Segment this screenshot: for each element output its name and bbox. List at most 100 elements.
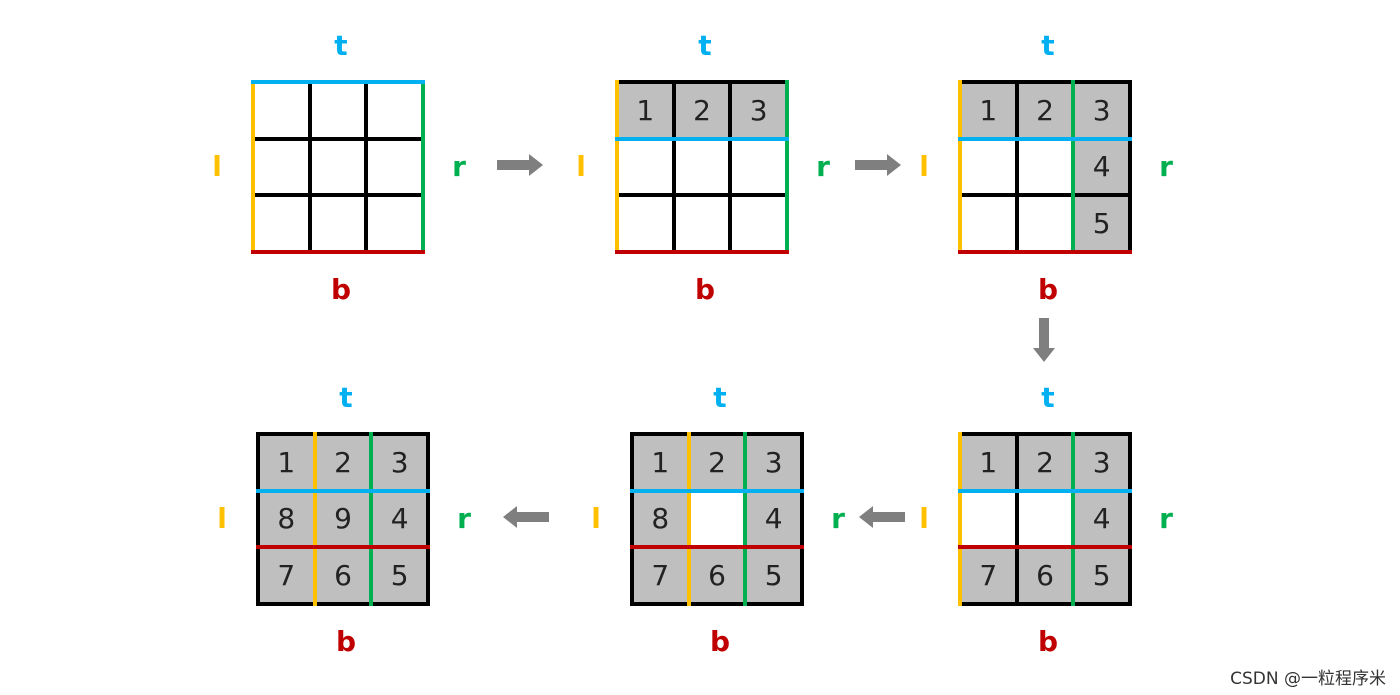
matrix-cell: 3	[1073, 82, 1130, 139]
top-boundary-line	[256, 488, 430, 493]
boundary-label-bottom: b	[335, 625, 357, 658]
grid-line-horizontal	[958, 432, 1132, 436]
matrix-cell: 2	[314, 434, 372, 491]
grid-line-vertical	[630, 432, 634, 606]
boundary-label-top: t	[339, 381, 353, 414]
matrix-cell	[366, 195, 423, 252]
boundary-label-top: t	[698, 29, 712, 62]
grid-line-horizontal	[615, 80, 789, 84]
boundary-label-left: l	[212, 150, 222, 183]
right-boundary-line	[743, 432, 748, 606]
matrix-cell: 2	[1016, 82, 1074, 139]
matrix-cell: 5	[1073, 547, 1130, 604]
matrix-cell: 3	[371, 434, 428, 491]
matrix-cell: 6	[1016, 547, 1074, 604]
matrix-cell: 5	[745, 547, 802, 604]
bottom-boundary-line	[958, 250, 1132, 254]
boundary-label-top: t	[713, 381, 727, 414]
matrix-cell	[1017, 491, 1074, 548]
left-boundary-line	[958, 80, 962, 254]
matrix-cell	[617, 195, 674, 252]
matrix-cell: 7	[960, 547, 1017, 604]
matrix-cell: 4	[1073, 490, 1130, 548]
boundary-label-top: t	[1041, 29, 1055, 62]
bottom-boundary-line	[958, 545, 1132, 550]
matrix-cell: 7	[258, 547, 315, 604]
matrix-cell	[310, 195, 367, 252]
boundary-label-right: r	[831, 502, 845, 535]
matrix-cell: 5	[1073, 195, 1130, 252]
matrix-cell: 2	[688, 434, 746, 491]
matrix-cell: 1	[258, 434, 315, 491]
bottom-boundary-line	[630, 545, 804, 550]
matrix-cell	[310, 139, 367, 196]
matrix-cell	[253, 139, 310, 196]
grid-line-vertical	[1128, 80, 1132, 254]
grid-line-horizontal	[256, 432, 430, 436]
grid-line-horizontal	[251, 136, 425, 141]
matrix-cell: 4	[745, 490, 802, 548]
left-boundary-line	[958, 432, 962, 606]
boundary-label-bottom: b	[1037, 273, 1059, 306]
matrix-cell: 2	[673, 82, 731, 139]
matrix-cell: 8	[632, 490, 689, 548]
grid-line-horizontal	[958, 602, 1132, 606]
boundary-label-top: t	[1041, 381, 1055, 414]
grid-line-vertical	[728, 80, 733, 254]
matrix-cell: 4	[371, 490, 428, 548]
matrix-cell: 8	[258, 490, 315, 548]
matrix-cell	[960, 491, 1017, 548]
matrix-cell: 6	[314, 547, 372, 604]
matrix-cell: 3	[730, 82, 787, 139]
matrix-cell	[253, 82, 310, 139]
top-boundary-line	[958, 136, 1132, 141]
boundary-label-left: l	[576, 150, 586, 183]
right-boundary-line	[421, 80, 425, 254]
boundary-label-bottom: b	[694, 273, 716, 306]
boundary-label-right: r	[816, 150, 830, 183]
grid-line-horizontal	[615, 193, 789, 198]
top-boundary-line	[958, 488, 1132, 493]
matrix-cell	[960, 139, 1017, 196]
matrix-cell	[366, 82, 423, 139]
right-boundary-line	[1071, 432, 1076, 606]
boundary-label-right: r	[1159, 502, 1173, 535]
grid-line-horizontal	[630, 432, 804, 436]
bottom-boundary-line	[615, 250, 789, 254]
grid-line-vertical	[1014, 80, 1019, 254]
matrix-cell: 3	[745, 434, 802, 491]
top-boundary-line	[630, 488, 804, 493]
grid-line-horizontal	[630, 602, 804, 606]
matrix-cell	[1017, 195, 1074, 252]
boundary-label-left: l	[919, 502, 929, 535]
left-boundary-line	[251, 80, 255, 254]
grid-line-vertical	[256, 432, 260, 606]
matrix-cell: 1	[617, 82, 674, 139]
left-boundary-line	[312, 432, 317, 606]
grid-line-vertical	[800, 432, 804, 606]
boundary-label-bottom: b	[709, 625, 731, 658]
left-boundary-line	[615, 80, 619, 254]
matrix-cell	[689, 491, 746, 548]
matrix-cell	[1017, 139, 1074, 196]
matrix-cell: 7	[632, 547, 689, 604]
boundary-label-right: r	[452, 150, 466, 183]
matrix-cell	[366, 139, 423, 196]
right-boundary-line	[785, 80, 789, 254]
grid-line-horizontal	[251, 193, 425, 198]
boundary-label-right: r	[457, 502, 471, 535]
matrix-cell: 1	[960, 82, 1017, 139]
matrix-cell: 1	[960, 434, 1017, 491]
boundary-label-right: r	[1159, 150, 1173, 183]
matrix-cell	[253, 195, 310, 252]
bottom-boundary-line	[251, 250, 425, 254]
matrix-cell	[310, 82, 367, 139]
bottom-boundary-line	[256, 545, 430, 550]
matrix-cell: 6	[688, 547, 746, 604]
grid-line-horizontal	[256, 602, 430, 606]
matrix-cell	[960, 195, 1017, 252]
